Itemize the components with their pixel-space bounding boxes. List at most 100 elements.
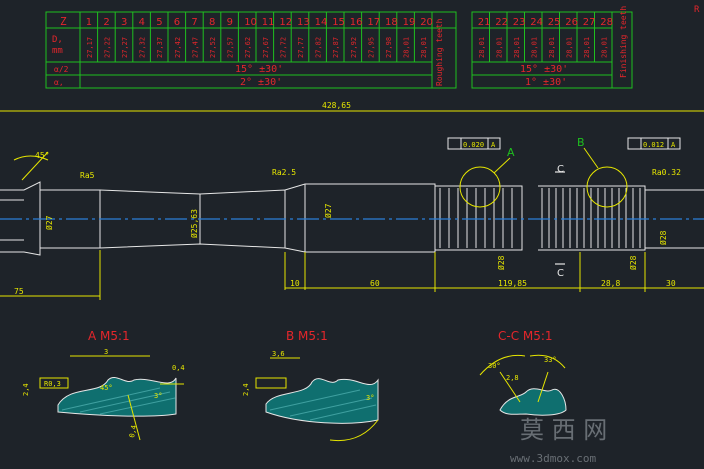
tooth-diameter: 27,95 [367, 37, 375, 58]
section-cut-marks [555, 171, 565, 265]
tooth-number: 27 [583, 17, 596, 28]
tooth-diameter: 27,62 [244, 37, 252, 58]
roughness-ra25: Ra2.5 [272, 168, 296, 177]
callout-b-leader [583, 147, 599, 169]
b-dim-3deg: 3° [366, 394, 374, 402]
angle-a2-right: 15° ±30' [520, 64, 568, 75]
detail-a-profile [57, 376, 177, 417]
tooth-diameter: 28,01 [495, 37, 503, 58]
tolerance-frame-2 [627, 137, 681, 150]
tooth-number: 22 [495, 17, 508, 28]
tooth-diameter: 27,67 [262, 37, 270, 58]
tooth-diameter: 27,32 [139, 37, 147, 58]
tooth-number: 15 [332, 17, 345, 28]
a-dim-45: 45° [100, 384, 113, 392]
detail-a-circle [459, 166, 501, 208]
callout-b: B [577, 136, 585, 149]
detail-a-title: A M5:1 [88, 329, 130, 343]
c-dim-30: 30° [488, 362, 501, 370]
tooth-number: 25 [548, 17, 561, 28]
tooth-diameter: 27,98 [385, 37, 393, 58]
len-60: 60 [370, 279, 380, 288]
a-dim-04b: 0,4 [128, 424, 138, 438]
tooth-number: 14 [315, 17, 328, 28]
tol1-ref: A [491, 141, 496, 149]
chamfer-angle: 45° [35, 151, 49, 160]
section-c-top: C [557, 164, 564, 175]
tooth-number: 3 [121, 17, 127, 28]
tooth-diameter: 28,01 [530, 37, 538, 58]
tooth-number: 2 [103, 17, 109, 28]
length-dims [0, 250, 704, 300]
tooth-diameter: 28,01 [420, 37, 428, 58]
tooth-number: 24 [530, 17, 543, 28]
tolerance-frame-1 [447, 137, 501, 150]
dia-28c: Ø28 [658, 230, 668, 245]
tooth-diameter: 28,01 [548, 37, 556, 58]
tooth-diameter: 28,01 [513, 37, 521, 58]
tooth-number: 7 [191, 17, 197, 28]
overall-length: 428,65 [322, 101, 351, 110]
tooth-diameter: 27,77 [297, 37, 305, 58]
callout-a: A [507, 146, 515, 159]
finishing-label: Finishing teeth [619, 6, 628, 78]
tooth-number: 19 [403, 17, 416, 28]
dia-27b: Ø27 [323, 203, 333, 218]
tooth-number: 20 [420, 17, 433, 28]
tol1-value: 0.020 [463, 141, 484, 149]
row-a1-label: α, [54, 78, 64, 87]
tooth-number: 11 [262, 17, 275, 28]
len-10: 10 [290, 279, 300, 288]
a-dim-r03: R0,3 [44, 380, 61, 388]
tooth-number: 16 [350, 17, 363, 28]
detail-c-title: C-C M5:1 [498, 329, 553, 343]
tooth-diameter: 27,22 [103, 37, 111, 58]
tooth-diameter: 27,27 [121, 37, 129, 58]
tooth-number: 23 [513, 17, 526, 28]
dia-28a: Ø28 [496, 255, 506, 270]
detail-c-dims [479, 354, 566, 403]
tooth-diameter: 28,01 [478, 37, 486, 58]
roughing-label: Roughing teeth [435, 18, 444, 86]
tooth-diameter: 27,52 [209, 37, 217, 58]
b-dim-36: 3,6 [272, 350, 285, 358]
watermark-url: www.3dmox.com [510, 452, 596, 465]
c-dim-33: 33° [544, 356, 557, 364]
tooth-diameter: 28,01 [600, 37, 608, 58]
tooth-diameter: 27,82 [315, 37, 323, 58]
angle-a1-right: 1° ±30' [525, 77, 567, 88]
row-z-label: Z [60, 15, 67, 28]
dia-27: Ø27 [44, 215, 54, 230]
detail-b-dims [255, 357, 379, 442]
len-30: 30 [666, 279, 676, 288]
tooth-number: 21 [478, 17, 491, 28]
tooth-diameter: 27,57 [227, 37, 235, 58]
tooth-diameter: 27,87 [332, 37, 340, 58]
tooth-number: 13 [297, 17, 310, 28]
chamfer-angle-arc [13, 151, 49, 181]
tol2-ref: A [671, 141, 676, 149]
dia-28b: Ø28 [628, 255, 638, 270]
dia-25: Ø25,63 [189, 209, 199, 238]
detail-b-circle [586, 166, 628, 208]
a-dim-04a: 0,4 [172, 364, 185, 372]
tooth-diameter: 27,37 [156, 37, 164, 58]
b-dim-24: 2,4 [242, 383, 250, 396]
tol2-value: 0.012 [643, 141, 664, 149]
row-a2-label: α/2 [54, 65, 69, 74]
detail-b-profile [265, 378, 379, 424]
tooth-number: 12 [279, 17, 292, 28]
section-c-bottom: C [557, 268, 564, 279]
teeth-table-left [45, 11, 457, 89]
callout-a-leader [493, 157, 511, 174]
teeth-table-right [471, 11, 633, 89]
detail-b-title: B M5:1 [286, 329, 328, 343]
tooth-number: 5 [156, 17, 162, 28]
tooth-number: 1 [86, 17, 92, 28]
tooth-diameter: 27,92 [350, 37, 358, 58]
angle-a2-left: 15° ±30' [235, 64, 283, 75]
tooth-diameter: 27,47 [191, 37, 199, 58]
tooth-number: 8 [209, 17, 215, 28]
tooth-number: 4 [139, 17, 145, 28]
watermark-logo: 莫 西 网 [520, 416, 607, 444]
